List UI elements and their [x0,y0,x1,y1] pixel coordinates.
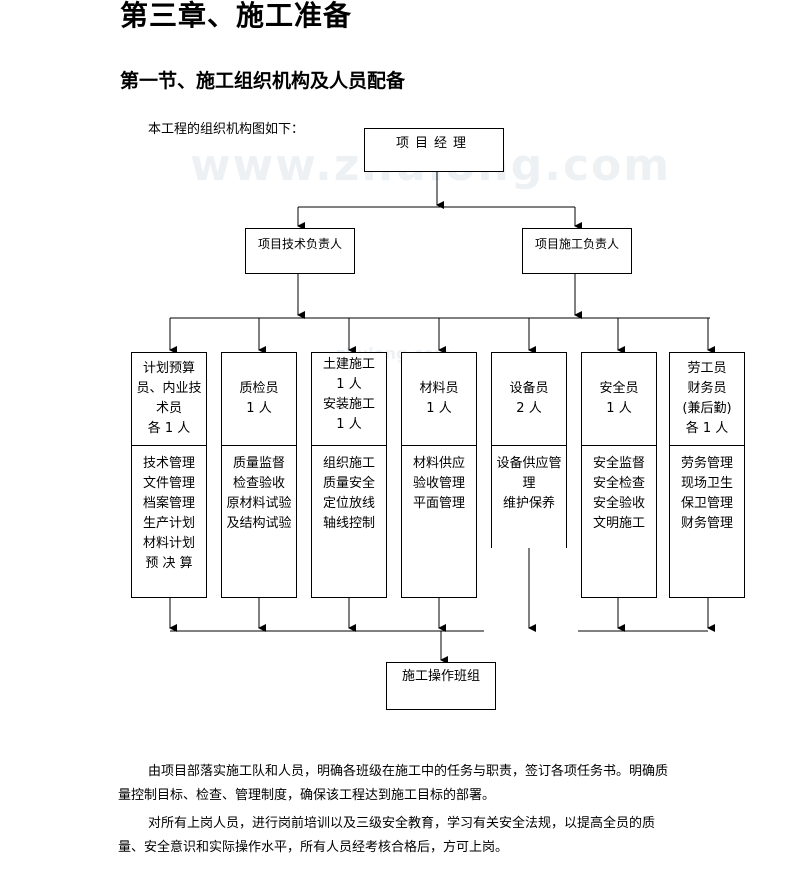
duty-line: 劳务管理 [680,456,733,471]
dept-safety-box: 安全员 1 人 安全监督 安全检查 安全验收 文明施工 [581,352,657,598]
construction-lead-box: 项目施工负责人 [522,228,632,274]
dept-duties: 组织施工 质量安全 定位放线 轴线控制 [312,446,386,534]
duty-line: 财务管理 [680,516,733,531]
dept-name-line: 质检员 [239,381,279,396]
duty-line: 组织施工 [322,456,375,471]
dept-materials-box: 材料员 1 人 材料供应 验收管理 平面管理 [401,352,477,598]
dept-name: 材料员 1 人 [402,353,476,446]
duty-line: 理 [522,476,536,491]
dept-name: 设备员 2 人 [492,353,566,446]
dept-name-line: 1 人 [426,401,452,416]
construction-team-box: 施工操作班组 [386,662,496,710]
duty-line: 文件管理 [142,476,195,491]
duty-line: 技术管理 [142,456,195,471]
duty-line: 档案管理 [142,496,195,511]
dept-name-line: 各 1 人 [147,421,191,436]
project-manager-box: 项目经理 [364,128,504,172]
duty-line: 安全验收 [592,496,645,511]
dept-duties: 劳务管理 现场卫生 保卫管理 财务管理 [670,446,744,534]
dept-name: 劳工员 财务员 (兼后勤) 各 1 人 [670,353,744,446]
dept-duties: 设备供应管 理 维护保养 [492,446,566,514]
dept-name-line: 各 1 人 [685,421,729,436]
paragraph-2: 对所有上岗人员，进行岗前培训以及三级安全教育，学习有关安全法规，以提高全员的质量… [118,816,656,855]
dept-name-line: 2 人 [516,401,542,416]
dept-duties: 安全监督 安全检查 安全验收 文明施工 [582,446,656,534]
chapter-title: 第三章、施工准备 [120,0,353,32]
dept-name-line: 1 人 [246,401,272,416]
dept-labor-finance-box: 劳工员 财务员 (兼后勤) 各 1 人 劳务管理 现场卫生 保卫管理 财务管理 [669,352,745,598]
dept-name-line: 安全员 [599,381,639,396]
dept-equipment-box: 设备员 2 人 设备供应管 理 维护保养 [491,352,567,548]
dept-name-line: 土建施工 [322,357,375,372]
section-title: 第一节、施工组织机构及人员配备 [120,70,406,92]
dept-name-line: 劳工员 [687,361,727,376]
dept-name: 安全员 1 人 [582,353,656,446]
duty-line: 设备供应管 [496,456,562,471]
dept-name-line: 安装施工 [322,397,375,412]
duty-line: 预 决 算 [145,556,193,571]
intro-text: 本工程的组织机构图如下： [148,122,305,137]
dept-name-line: 设备员 [509,381,549,396]
dept-duties: 技术管理 文件管理 档案管理 生产计划 材料计划 预 决 算 [132,446,206,574]
duty-line: 安全监督 [592,456,645,471]
dept-name-line: 术员 [155,401,182,416]
dept-name-line: 1 人 [336,377,362,392]
dept-name: 计划预算 员、内业技 术员 各 1 人 [132,353,206,446]
dept-duties: 质量监督 检查验收 原材料试验 及结构试验 [222,446,296,534]
duty-line: 安全检查 [592,476,645,491]
dept-name-line: 1 人 [606,401,632,416]
duty-line: 原材料试验 [226,496,292,511]
dept-duties: 材料供应 验收管理 平面管理 [402,446,476,514]
duty-line: 定位放线 [322,496,375,511]
duty-line: 检查验收 [232,476,285,491]
dept-name-line: 1 人 [336,417,362,432]
duty-line: 平面管理 [412,496,465,511]
duty-line: 质量监督 [232,456,285,471]
dept-name: 质检员 1 人 [222,353,296,446]
paragraph-1: 由项目部落实施工队和人员，明确各班级在施工中的任务与职责，签订各项任务书。明确质… [118,764,669,803]
dept-budget-box: 计划预算 员、内业技 术员 各 1 人 技术管理 文件管理 档案管理 生产计划 … [131,352,207,598]
technical-lead-box: 项目技术负责人 [245,228,355,274]
duty-line: 材料供应 [412,456,465,471]
duty-line: 维护保养 [502,496,555,511]
duty-line: 及结构试验 [226,516,292,531]
duty-line: 现场卫生 [680,476,733,491]
dept-construction-box: 土建施工 1 人 安装施工 1 人 组织施工 质量安全 定位放线 轴线控制 [311,352,387,598]
duty-line: 保卫管理 [680,496,733,511]
duty-line: 文明施工 [592,516,645,531]
duty-line: 验收管理 [412,476,465,491]
dept-name-line: 财务员 [687,381,727,396]
dept-name-line: (兼后勤) [682,401,732,416]
duty-line: 质量安全 [322,476,375,491]
duty-line: 材料计划 [142,536,195,551]
duty-line: 轴线控制 [322,516,375,531]
dept-quality-box: 质检员 1 人 质量监督 检查验收 原材料试验 及结构试验 [221,352,297,598]
duty-line: 生产计划 [142,516,195,531]
dept-name-line: 计划预算 [142,361,195,376]
dept-name-line: 员、内业技 [136,381,202,396]
dept-name: 土建施工 1 人 安装施工 1 人 [312,353,386,446]
dept-name-line: 材料员 [419,381,459,396]
